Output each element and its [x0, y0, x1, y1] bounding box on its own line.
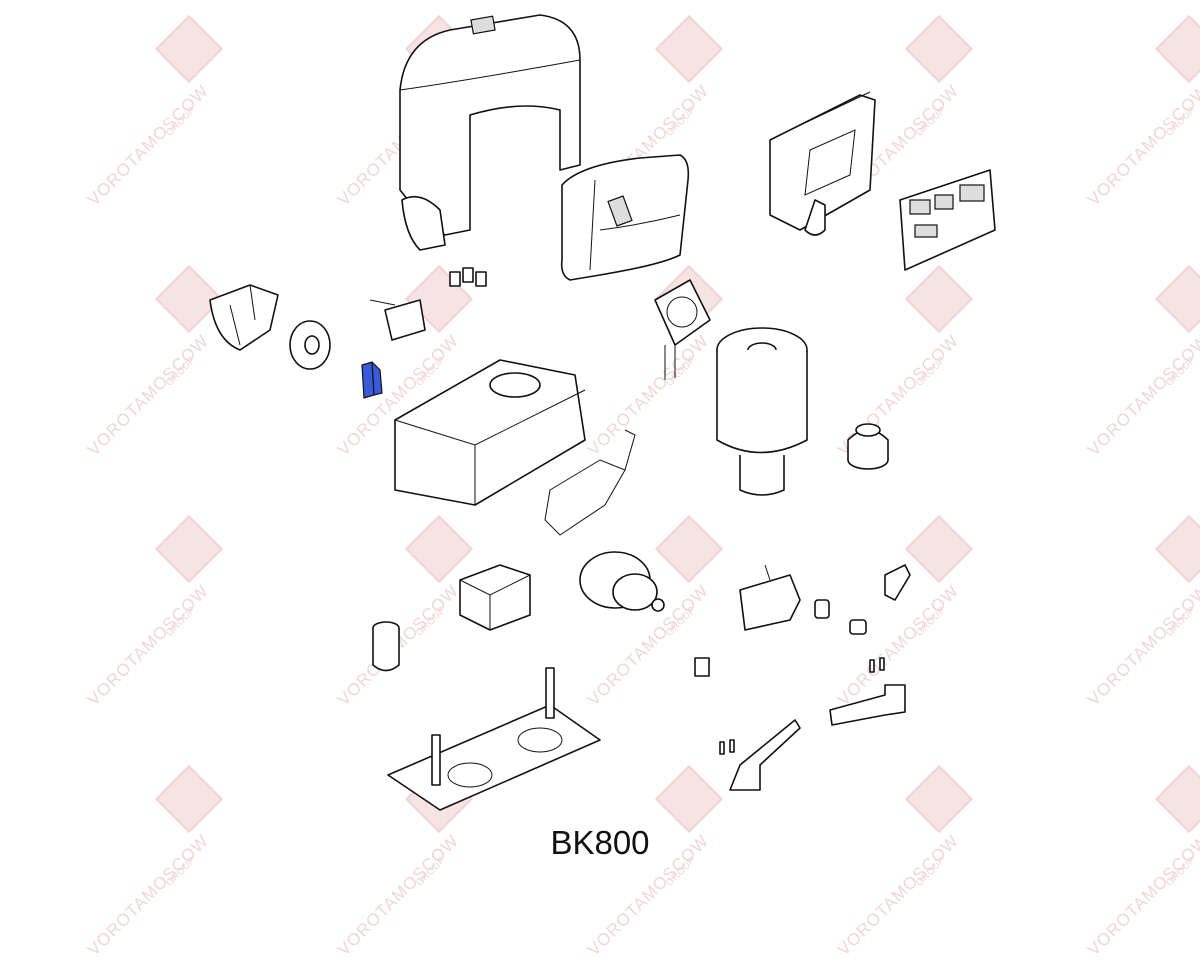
limit-switch-bracket — [369, 299, 426, 341]
side-cover — [560, 154, 690, 281]
diagram-title: BK800 — [550, 824, 650, 861]
foundation-plate — [387, 667, 601, 811]
gasket — [544, 429, 636, 536]
pinion-gear — [289, 320, 331, 370]
mounting-plate — [769, 91, 876, 236]
control-board — [899, 169, 996, 271]
transformer — [459, 564, 531, 631]
electric-motor — [716, 327, 808, 496]
exploded-parts-diagram — [209, 14, 996, 811]
bushing-sleeve — [372, 621, 400, 672]
release-cover — [739, 564, 801, 631]
connectors — [449, 267, 487, 287]
pinion-cover — [209, 284, 279, 351]
main-cover — [399, 14, 581, 251]
worm-gear — [579, 551, 665, 612]
cooling-fan — [654, 279, 711, 380]
pulley — [847, 423, 889, 470]
small-clip — [694, 657, 710, 677]
release-lock — [814, 564, 911, 635]
highlighted-clip — [361, 361, 383, 399]
gearbox-housing — [394, 359, 586, 506]
limit-brackets — [719, 657, 906, 791]
